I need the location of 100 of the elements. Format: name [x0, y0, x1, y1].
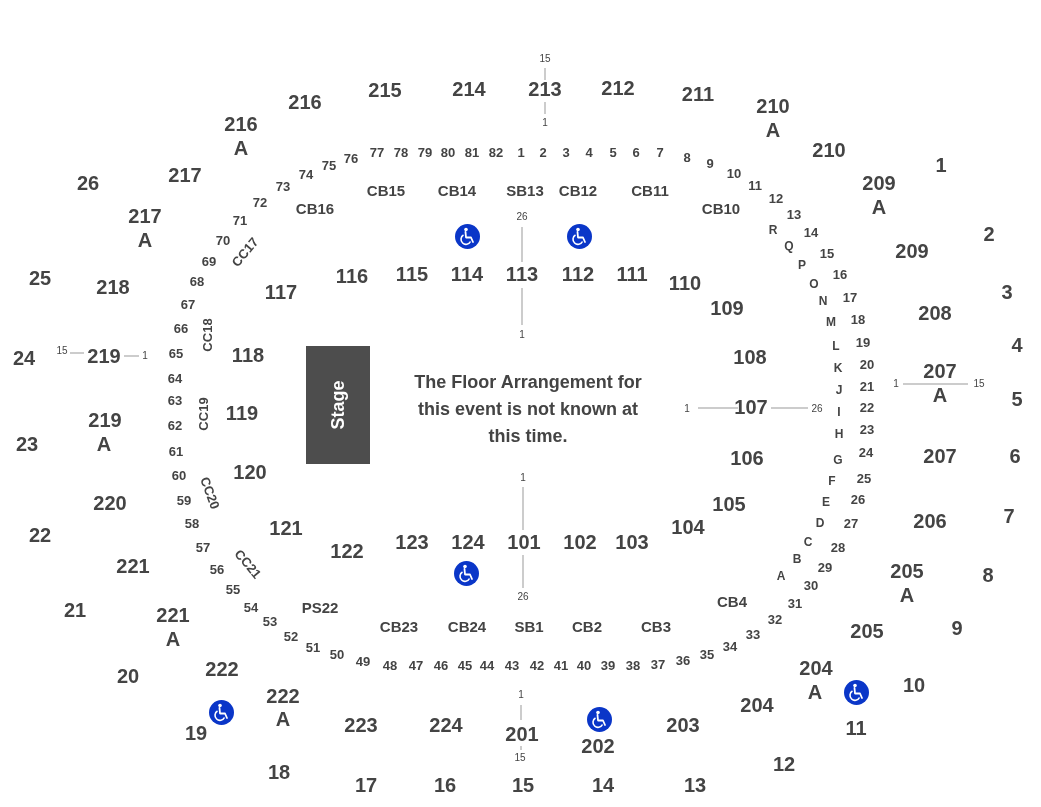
section-number: 207: [923, 446, 957, 466]
seat-row-number: 30: [803, 578, 819, 592]
row-letter: R: [768, 224, 778, 236]
section-number: A: [137, 230, 153, 250]
section-number: 222: [266, 686, 300, 706]
row-letter: G: [833, 454, 843, 466]
section-number: 205: [850, 621, 884, 641]
seat-row-number: 80: [440, 145, 456, 159]
row-range-number: 1: [519, 330, 525, 340]
section-number: 15: [511, 775, 535, 795]
section-number: 4: [1011, 335, 1023, 355]
seat-row-number: 29: [817, 560, 833, 574]
section-number: 209: [862, 173, 896, 193]
section-label: CB16: [295, 200, 335, 216]
seat-row-number: 12: [768, 191, 784, 205]
seat-row-number: 35: [699, 647, 715, 661]
seat-row-number: 13: [786, 207, 802, 221]
section-number: 217: [168, 165, 202, 185]
seat-row-number: 3: [562, 145, 570, 159]
section-number: 110: [668, 273, 702, 293]
seat-row-number: 67: [180, 297, 196, 311]
seat-row-number: 6: [632, 145, 640, 159]
seat-row-number: 77: [369, 145, 385, 159]
seat-row-number: 62: [167, 418, 183, 432]
section-number: 119: [225, 403, 259, 423]
row-group-label: CC18: [200, 318, 214, 352]
section-number: 14: [591, 775, 615, 795]
row-letter: J: [835, 384, 843, 396]
seat-row-number: 26: [850, 492, 866, 506]
section-number: 3: [1001, 282, 1013, 302]
row-range-number: 1: [893, 379, 899, 389]
seat-row-number: 58: [184, 516, 200, 530]
section-label: CB11: [631, 182, 669, 198]
section-label: CB2: [572, 618, 602, 634]
seat-row-number: 32: [767, 612, 783, 626]
row-letter: E: [822, 496, 830, 508]
section-number: 201: [505, 724, 539, 744]
seat-row-number: 73: [275, 179, 291, 193]
seat-row-number: 72: [252, 195, 268, 209]
seat-row-number: 75: [321, 158, 337, 172]
section-label: CB24: [447, 618, 487, 634]
seat-row-number: 1: [517, 145, 525, 159]
section-number: 208: [918, 303, 952, 323]
section-number: 20: [116, 666, 140, 686]
section-number: 104: [671, 517, 705, 537]
seat-row-number: 47: [408, 658, 424, 672]
seat-row-number: 31: [787, 596, 803, 610]
seat-row-number: 40: [576, 658, 592, 672]
row-letter: C: [803, 536, 813, 548]
section-number: 2: [983, 224, 995, 244]
section-number: 218: [96, 277, 130, 297]
seat-row-number: 27: [843, 516, 859, 530]
seat-row-number: 36: [675, 653, 691, 667]
section-number: 108: [733, 347, 767, 367]
row-range-number: 15: [539, 54, 551, 64]
section-number: A: [165, 629, 181, 649]
section-number: 114: [450, 264, 484, 284]
stage-block: [306, 346, 370, 464]
section-number: 219: [87, 346, 121, 366]
section-label: CB14: [437, 182, 477, 198]
section-number: 8: [982, 565, 994, 585]
row-letter: Q: [784, 240, 794, 252]
row-range-number: 1: [518, 690, 524, 700]
row-range-number: 1: [142, 351, 148, 361]
section-number: 103: [615, 532, 649, 552]
section-number: 216: [288, 92, 322, 112]
row-letter: P: [798, 259, 806, 271]
section-number: 22: [28, 525, 52, 545]
section-number: 21: [63, 600, 87, 620]
section-number: 204: [740, 695, 774, 715]
section-number: 217: [128, 206, 162, 226]
seat-row-number: 78: [393, 145, 409, 159]
section-number: 102: [563, 532, 597, 552]
section-number: 111: [616, 264, 648, 284]
row-group-label: CC20: [198, 475, 222, 511]
section-number: 202: [581, 736, 615, 756]
seat-row-number: 44: [479, 658, 495, 672]
seat-row-number: 53: [262, 614, 278, 628]
section-label: CB23: [379, 618, 419, 634]
section-label: CB12: [558, 182, 598, 198]
section-number: 124: [451, 532, 485, 552]
seat-row-number: 71: [232, 213, 248, 227]
seat-row-number: 45: [457, 658, 473, 672]
section-number: 215: [368, 80, 402, 100]
seat-row-number: 10: [726, 166, 742, 180]
section-number: A: [871, 197, 887, 217]
row-letter: H: [834, 428, 844, 440]
section-number: 118: [231, 345, 265, 365]
seat-row-number: 60: [171, 468, 187, 482]
section-number: 115: [395, 264, 429, 284]
section-number: 11: [845, 718, 867, 738]
section-number: 101: [507, 532, 541, 552]
section-number: 12: [772, 754, 796, 774]
seat-row-number: 42: [529, 658, 545, 672]
section-number: 7: [1003, 506, 1015, 526]
section-number: A: [233, 138, 249, 158]
seat-row-number: 23: [859, 422, 875, 436]
row-range-number: 1: [684, 404, 690, 414]
row-letter: K: [833, 362, 843, 374]
row-letter: L: [832, 340, 840, 352]
